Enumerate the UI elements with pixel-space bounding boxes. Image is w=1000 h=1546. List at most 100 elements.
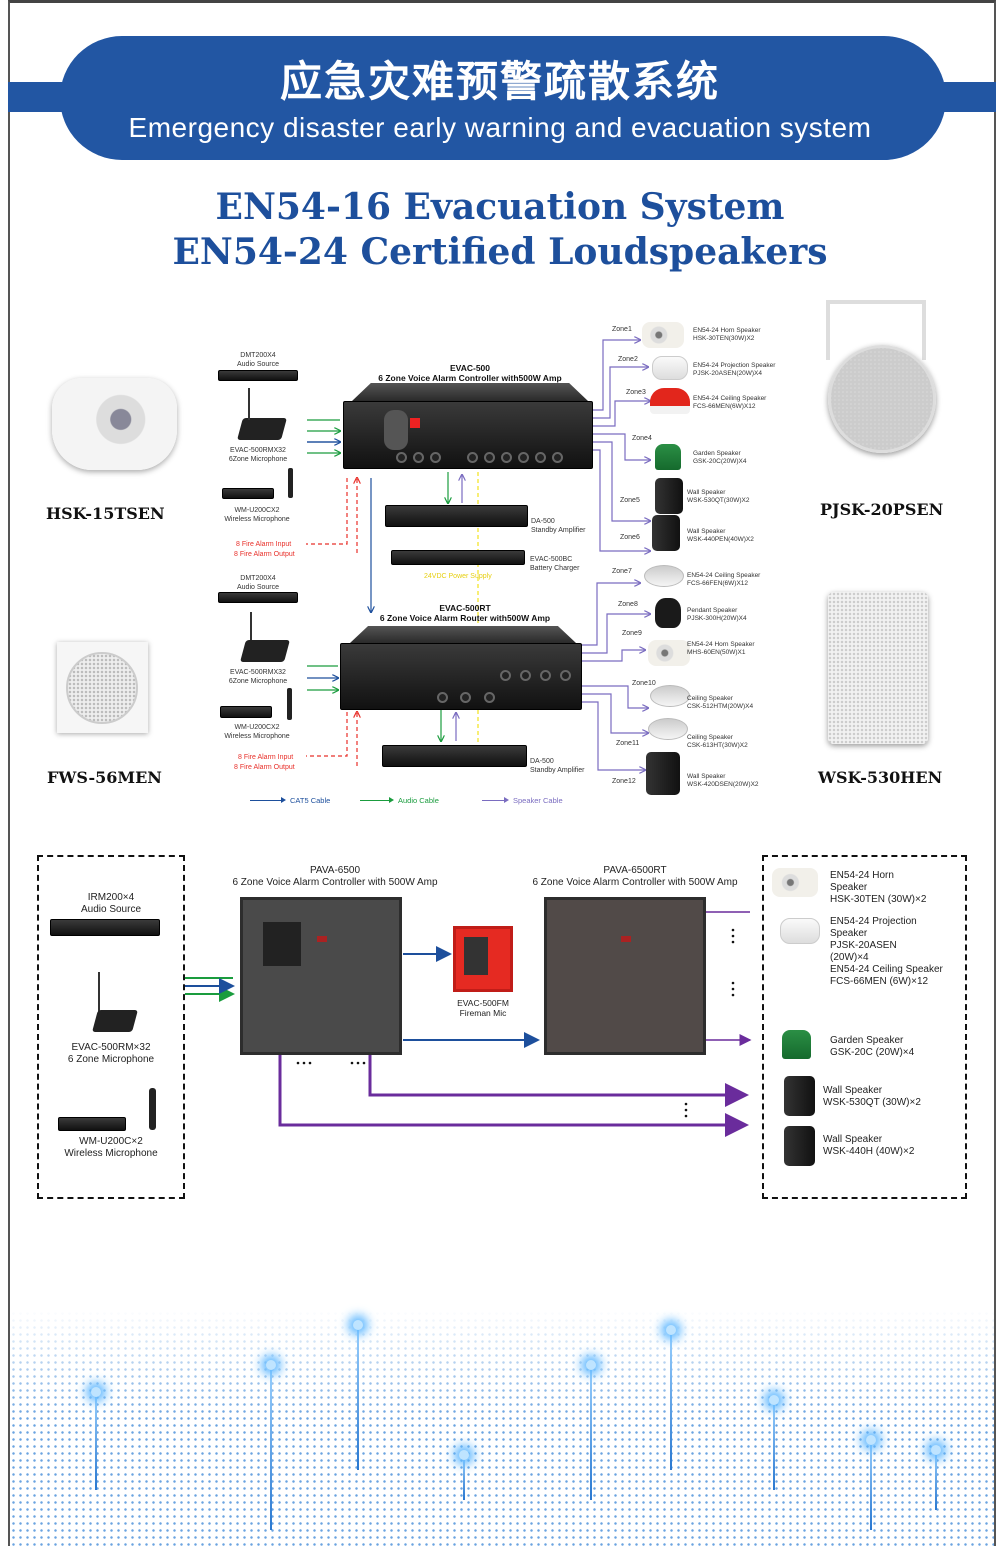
glow-dot bbox=[353, 1320, 363, 1330]
controller-desc: 6 Zone Voice Alarm Controller with500W A… bbox=[378, 373, 562, 383]
zone-label: Zone6 bbox=[620, 534, 640, 541]
volume-knob bbox=[500, 670, 511, 681]
speaker-name: EN54-24 Ceiling Speaker bbox=[830, 964, 943, 975]
legend-arrow-icon bbox=[389, 797, 394, 803]
glow-dot bbox=[266, 1360, 276, 1370]
wall-speaker-icon bbox=[784, 1076, 815, 1116]
speaker-model: FCS-66MEN (6W)×12 bbox=[830, 976, 929, 987]
speaker-model: PJSK-300H(20W)X4 bbox=[687, 615, 747, 622]
speaker-name: Wall Speaker bbox=[823, 1085, 883, 1096]
horn-speaker-icon bbox=[772, 868, 819, 897]
speaker-name: Wall Speaker bbox=[687, 773, 726, 780]
zone-label: Zone8 bbox=[618, 601, 638, 608]
speaker-model: MHS-60EN(50W)X1 bbox=[687, 649, 746, 656]
source-desc: Wireless Microphone bbox=[224, 516, 290, 523]
speaker-name: EN54-24 Horn Speaker bbox=[693, 327, 761, 334]
handheld-mic bbox=[287, 688, 292, 720]
wall-speaker-icon bbox=[655, 478, 683, 514]
legend-label: CAT5 Cable bbox=[290, 796, 331, 805]
diagram2-connections bbox=[185, 911, 1000, 1137]
header-title-cn: 应急灾难预警疏散系统 bbox=[279, 57, 720, 106]
ceiling-speaker-icon bbox=[650, 685, 690, 707]
speaker-name: Ceiling Speaker bbox=[687, 734, 733, 741]
pava-6500rt-cabinet bbox=[544, 897, 706, 1055]
glow-dot bbox=[666, 1325, 676, 1335]
volume-knob bbox=[552, 452, 563, 463]
header-title-en: Emergency disaster early warning and eva… bbox=[128, 112, 872, 143]
volume-knob bbox=[467, 452, 478, 463]
source-model: EVAC-500RMX32 bbox=[230, 447, 286, 454]
projection-speaker-image bbox=[828, 345, 936, 453]
speaker-name: Garden Speaker bbox=[693, 450, 741, 457]
controller-model: PAVA-6500 bbox=[309, 865, 361, 876]
speaker-name: EN54-24 Ceiling Speaker bbox=[693, 395, 767, 402]
router-top bbox=[350, 626, 576, 643]
gooseneck bbox=[250, 612, 252, 642]
speaker-model: FCS-66FEN(6W)X12 bbox=[687, 580, 749, 587]
speaker-name: EN54-24 Horn Speaker bbox=[687, 641, 755, 648]
zone-label: Zone12 bbox=[612, 778, 636, 785]
router-desc: 6 Zone Voice Alarm Controller with 500W … bbox=[532, 877, 738, 888]
pava-6500-cabinet bbox=[240, 897, 402, 1055]
paging-microphone-device bbox=[240, 640, 290, 662]
standby-amplifier bbox=[382, 745, 527, 767]
speaker-name: Wall Speaker bbox=[823, 1134, 883, 1145]
volume-knob bbox=[460, 692, 471, 703]
sources-box bbox=[37, 855, 185, 1199]
speaker-model: HSK-30TEN (30W)×2 bbox=[830, 894, 927, 905]
source-model: IRM200×4 bbox=[87, 892, 135, 903]
speaker-name: EN54-24 Projection Speaker bbox=[830, 916, 917, 939]
source-desc: Wireless Microphone bbox=[64, 1148, 158, 1159]
projection-speaker-icon bbox=[652, 356, 688, 380]
fire-alarm-input: 8 Fire Alarm Input bbox=[238, 754, 294, 761]
legend-arrow-icon bbox=[281, 797, 286, 803]
speaker-model: WSK-530QT (30W)×2 bbox=[823, 1097, 921, 1108]
router-desc: 6 Zone Voice Alarm Router with500W Amp bbox=[379, 613, 551, 623]
zone-label: Zone10 bbox=[632, 680, 656, 687]
projection-speaker-icon bbox=[780, 918, 820, 945]
light-pole bbox=[95, 1392, 97, 1490]
charger-model: EVAC-500BC bbox=[530, 556, 573, 563]
header-banner bbox=[60, 36, 946, 160]
audio-source-device bbox=[218, 592, 298, 603]
legend-line bbox=[360, 800, 392, 801]
volume-knob bbox=[520, 670, 531, 681]
glow-dot bbox=[459, 1450, 469, 1460]
speaker-model: WSK-420DSEN(20W)X2 bbox=[687, 781, 759, 788]
light-pole bbox=[935, 1450, 937, 1510]
speaker-name: Wall Speaker bbox=[687, 528, 726, 535]
speaker-model: HSK-30TEN(30W)X2 bbox=[693, 335, 755, 342]
source-model: EVAC-500RMX32 bbox=[230, 669, 286, 676]
volume-knob bbox=[560, 670, 571, 681]
legend-line bbox=[482, 800, 507, 801]
ceiling-speaker-image bbox=[66, 652, 138, 724]
emergency-button bbox=[410, 418, 420, 428]
source-desc: Audio Source bbox=[236, 584, 280, 591]
standby-desc: Standby Amplifier bbox=[530, 767, 585, 774]
fireman-mic bbox=[384, 410, 408, 450]
garden-speaker-icon bbox=[782, 1030, 811, 1059]
volume-knob bbox=[535, 452, 546, 463]
zone-label: Zone7 bbox=[612, 568, 632, 575]
speaker-model: WSK-440PEN(40W)X2 bbox=[687, 536, 754, 543]
speaker-model: CSK-613HT(30W)X2 bbox=[687, 742, 748, 749]
ceiling-speaker-red-icon bbox=[650, 388, 690, 414]
standby-model: DA-500 bbox=[531, 518, 555, 525]
wall-speaker-icon bbox=[652, 515, 680, 551]
